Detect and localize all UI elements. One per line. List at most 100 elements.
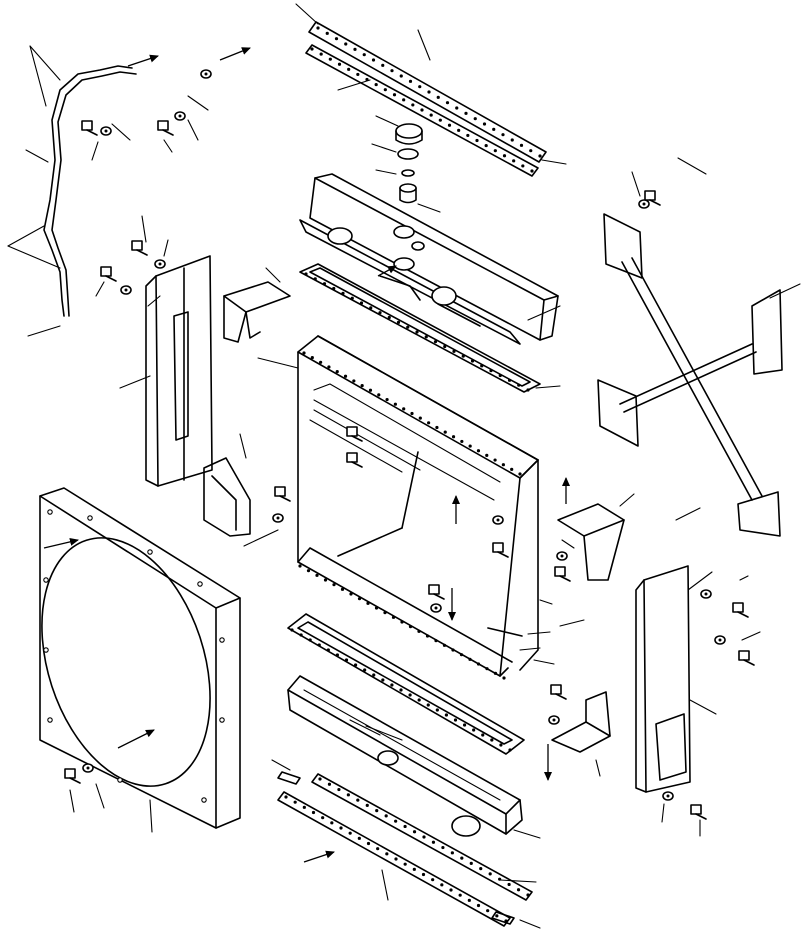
core-hole bbox=[368, 388, 373, 392]
strip-hole bbox=[356, 72, 360, 77]
core-hole bbox=[493, 458, 497, 462]
leader-line bbox=[533, 659, 555, 665]
strip-hole bbox=[284, 795, 288, 799]
core-hole bbox=[476, 449, 481, 453]
strip-hole bbox=[488, 872, 492, 876]
strip-hole bbox=[411, 103, 415, 107]
strip-hole bbox=[493, 149, 497, 153]
leader-line bbox=[239, 433, 247, 459]
core-hole bbox=[510, 467, 514, 471]
core-hole bbox=[366, 601, 370, 605]
strip-hole bbox=[311, 810, 316, 815]
core-hole bbox=[459, 653, 464, 657]
leader-line bbox=[519, 647, 541, 651]
bolt-shank bbox=[162, 129, 174, 136]
bolt bbox=[554, 566, 566, 577]
core-hole bbox=[310, 356, 314, 360]
core-hole bbox=[298, 564, 302, 568]
strip-hole bbox=[408, 79, 413, 83]
leader-line bbox=[375, 115, 399, 127]
strip-hole bbox=[440, 883, 444, 887]
bolt-shank bbox=[136, 249, 148, 256]
bolt bbox=[428, 584, 440, 595]
strip-hole bbox=[457, 128, 461, 132]
leader-line bbox=[7, 225, 45, 247]
strip-hole bbox=[466, 133, 470, 138]
assembly-direction-arrows bbox=[43, 47, 570, 863]
gasket-hole bbox=[481, 733, 485, 737]
bracket-mid-left bbox=[203, 457, 251, 537]
strip-hole bbox=[346, 793, 350, 797]
core-hole bbox=[335, 370, 339, 374]
bolt bbox=[274, 486, 286, 497]
core-hole bbox=[340, 587, 345, 591]
core-hole bbox=[319, 360, 323, 364]
gasket-hole bbox=[452, 349, 456, 353]
direction-arrow bbox=[117, 729, 155, 749]
strip-hole bbox=[492, 127, 496, 131]
leader-line bbox=[147, 295, 161, 307]
shroud-hole bbox=[219, 637, 225, 643]
strip-hole bbox=[421, 872, 426, 877]
gasket-hole bbox=[372, 673, 376, 677]
strip-hole bbox=[325, 31, 329, 35]
leader-line bbox=[739, 575, 749, 581]
gasket-hole bbox=[507, 378, 512, 382]
strip-hole bbox=[495, 914, 499, 918]
core-hole bbox=[468, 657, 472, 661]
gasket-hole bbox=[424, 335, 428, 339]
right-side-plate bbox=[635, 565, 691, 793]
gasket-hole bbox=[408, 693, 412, 697]
gasket-hole bbox=[433, 340, 438, 344]
leader-line bbox=[741, 631, 761, 641]
strip-hole bbox=[347, 67, 351, 71]
leader-line bbox=[187, 95, 209, 111]
strip-hole bbox=[441, 845, 445, 850]
core-hole bbox=[302, 351, 306, 355]
bolt bbox=[644, 190, 656, 201]
strip-hole bbox=[507, 882, 511, 887]
leader-line bbox=[141, 215, 147, 243]
bolt bbox=[732, 602, 744, 613]
strip-hole bbox=[476, 903, 481, 908]
strip-hole bbox=[357, 836, 361, 840]
shroud-hole bbox=[87, 515, 93, 521]
washer-hole bbox=[276, 516, 280, 520]
gasket-hole bbox=[443, 344, 447, 349]
gasket-hole bbox=[304, 272, 308, 276]
bolt-shank bbox=[559, 575, 571, 582]
leader-line bbox=[527, 631, 551, 635]
strip-hole bbox=[376, 847, 380, 851]
leader-line bbox=[631, 171, 641, 197]
washer-hole bbox=[560, 554, 564, 558]
gasket-hole bbox=[415, 330, 419, 334]
strip-hole bbox=[403, 862, 407, 866]
strip-hole bbox=[479, 867, 483, 871]
core-hole bbox=[377, 393, 381, 397]
core-hole bbox=[315, 573, 319, 577]
bracket-upper-left bbox=[223, 281, 291, 343]
leader-lines bbox=[7, 3, 801, 929]
leader-line bbox=[619, 493, 635, 507]
shroud-hole bbox=[147, 549, 153, 555]
strip-hole bbox=[455, 106, 459, 110]
leader-line bbox=[661, 803, 665, 823]
core-hole bbox=[408, 625, 413, 629]
leader-line bbox=[29, 45, 47, 107]
core-hole bbox=[417, 629, 421, 633]
strip-hole bbox=[390, 69, 394, 73]
strip-hole bbox=[458, 893, 462, 897]
core-hole bbox=[442, 643, 447, 647]
leader-line bbox=[271, 759, 291, 771]
x-stay-brace bbox=[597, 213, 783, 537]
strip-hole bbox=[412, 830, 417, 834]
strip-hole bbox=[328, 57, 332, 61]
gasket-hole bbox=[399, 688, 403, 692]
washer-hole bbox=[496, 518, 500, 522]
shroud-hole bbox=[219, 717, 225, 723]
gasket-hole bbox=[461, 354, 465, 358]
core-hole bbox=[427, 421, 431, 425]
core-hole bbox=[425, 634, 430, 638]
gasket-hole bbox=[480, 364, 484, 368]
gasket-hole bbox=[313, 277, 317, 281]
